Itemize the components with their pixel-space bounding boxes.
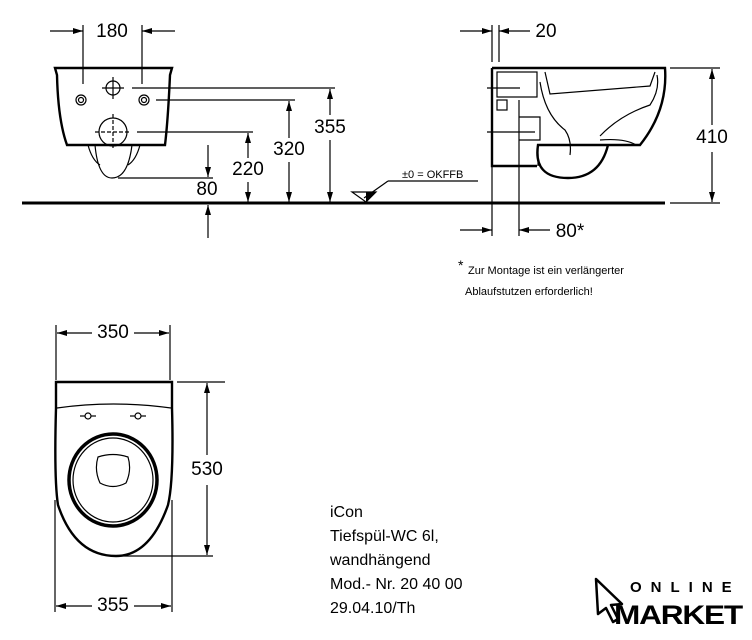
- footnote-line1: Zur Montage ist ein verlängerter: [468, 265, 624, 277]
- online-market-logo: ONLINE MARKET: [594, 577, 745, 630]
- product-info: iCon Tiefspül-WC 6l, wandhängend Mod.- N…: [329, 504, 463, 617]
- floor-reference: ±0 = OKFFB: [350, 169, 478, 203]
- product-model: Mod.- Nr. 20 40 00: [330, 576, 463, 593]
- dim-530: 530: [191, 459, 223, 480]
- dim-355: 355: [314, 117, 346, 138]
- product-type: Tiefspül-WC 6l,: [330, 528, 439, 545]
- top-view: 350 530 355: [54, 322, 225, 616]
- dim-80: 80: [196, 179, 217, 200]
- logo-market: MARKET: [614, 600, 744, 630]
- dim-410: 410: [696, 127, 728, 148]
- product-date: 29.04.10/Th: [330, 600, 415, 617]
- cursor-icon: [594, 577, 624, 624]
- footnote-asterisk: *: [458, 257, 464, 273]
- product-mount: wandhängend: [329, 552, 431, 569]
- dim-220: 220: [232, 159, 264, 180]
- dim-180: 180: [96, 21, 128, 42]
- logo-online: ONLINE: [630, 579, 741, 596]
- footnote-line2: Ablaufstutzen erforderlich!: [465, 286, 593, 298]
- side-view: 20 410 80*: [460, 21, 728, 242]
- product-name: iCon: [330, 504, 363, 521]
- dim-355-bottom: 355: [97, 595, 129, 616]
- floor-label: ±0 = OKFFB: [402, 169, 463, 181]
- dim-20: 20: [535, 21, 556, 42]
- front-view: 180 355 320 220 80: [50, 21, 346, 238]
- dim-80-star: 80*: [556, 221, 585, 242]
- dim-350: 350: [97, 322, 129, 343]
- dim-320: 320: [273, 139, 305, 160]
